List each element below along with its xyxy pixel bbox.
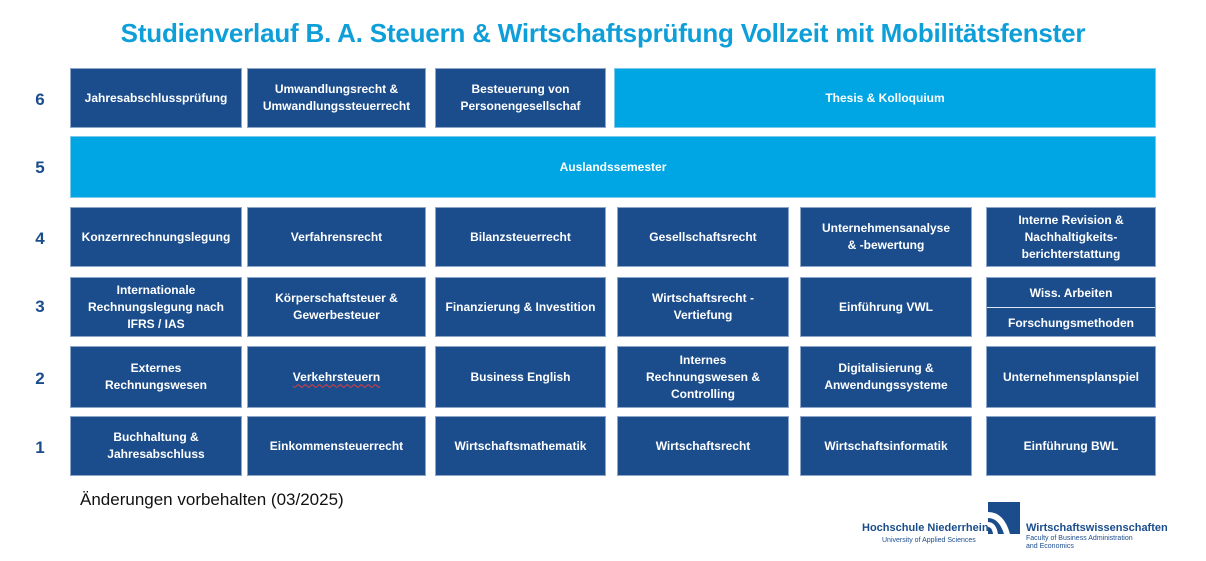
module-label: Wirtschaftsrecht [655, 438, 751, 453]
page-title: Studienverlauf B. A. Steuern & Wirtschaf… [120, 18, 1086, 48]
module-einfuehrung-bwl: Einführung BWL [986, 416, 1156, 476]
module-label: Unternehmensanalyse [821, 221, 951, 235]
module-label: IFRS / IAS [127, 316, 185, 331]
module-label: Interne Revision & [1018, 212, 1124, 227]
module-label: Internes [679, 352, 727, 367]
module-label: Einführung VWL [839, 299, 933, 314]
module-wirtschaftsrecht-vertiefung: Wirtschaftsrecht - Vertiefung [617, 277, 789, 337]
module-label: Anwendungssysteme [824, 378, 948, 392]
module-label: Rechnungswesen & [645, 369, 761, 384]
module-interne-revision: Interne Revision & Nachhaltigkeits-berich… [986, 207, 1156, 267]
module-label: Auslandssemester [559, 159, 667, 174]
module-business-english: Business English [435, 346, 606, 408]
module-unternehmensplanspiel: Unternehmensplanspiel [986, 346, 1156, 408]
module-wirtschaftsmathematik: Wirtschaftsmathematik [435, 416, 606, 476]
logo-mark-icon [988, 502, 1020, 534]
module-forschungsmethoden: Forschungsmethoden [1007, 315, 1134, 330]
module-label: & -bewertung [847, 238, 925, 252]
module-umwandlungsrecht: Umwandlungsrecht & Umwandlungssteuerrecht [247, 68, 426, 128]
module-label: Nachhaltigkeits- [1024, 229, 1118, 244]
module-label: Personengesellschaf [460, 99, 581, 113]
module-wirtschaftsinformatik: Wirtschaftsinformatik [800, 416, 972, 476]
module-label: Gewerbesteuer [293, 308, 380, 322]
module-verkehrsteuern: Verkehrsteuern [247, 346, 426, 408]
module-unternehmensanalyse: Unternehmensanalyse & -bewertung [800, 207, 972, 267]
semester-label-2: 2 [35, 369, 45, 388]
module-label: Digitalisierung & [838, 361, 934, 375]
module-label: Externes [130, 361, 182, 375]
semester-label-5: 5 [35, 158, 45, 177]
semester-label-6: 6 [35, 90, 45, 109]
module-label: Einkommensteuerrecht [269, 438, 404, 453]
university-subtitle: University of Applied Sciences [882, 537, 976, 544]
module-finanzierung-investition: Finanzierung & Investition [435, 277, 606, 337]
module-thesis-kolloquium: Thesis & Kolloquium [614, 68, 1156, 128]
module-label: berichterstattung [1021, 246, 1121, 261]
module-label: Thesis & Kolloquium [825, 90, 945, 105]
disclaimer-note: Änderungen vorbehalten (03/2025) [80, 490, 344, 509]
module-label: Jahresabschluss [107, 447, 205, 461]
divider [987, 307, 1155, 308]
module-koerperschaftsteuer: Körperschaftsteuer & Gewerbesteuer [247, 277, 426, 337]
module-label: Wirtschaftsrecht - [652, 291, 754, 305]
module-label: Finanzierung & Investition [445, 299, 596, 314]
module-verfahrensrecht: Verfahrensrecht [247, 207, 426, 267]
module-wiss-arbeiten-forschungsmethoden: Wiss. Arbeiten Forschungsmethoden [986, 277, 1156, 337]
module-label: Vertiefung [673, 308, 733, 322]
module-label: Körperschaftsteuer & [275, 291, 398, 305]
module-digitalisierung: Digitalisierung & Anwendungssysteme [800, 346, 972, 408]
module-label: Unternehmensplanspiel [1002, 369, 1140, 384]
module-label: Besteuerung von [471, 82, 570, 96]
faculty-name: Wirtschaftswissenschaften [1026, 522, 1168, 534]
university-logo: Hochschule Niederrhein University of App… [862, 500, 1168, 556]
module-label: Rechnungswesen [104, 378, 208, 392]
module-label: Wirtschaftsmathematik [454, 438, 587, 453]
module-label: Internationale [116, 282, 196, 297]
semester-label-1: 1 [35, 438, 45, 457]
module-label: Umwandlungssteuerrecht [262, 99, 411, 113]
module-label: Business English [470, 369, 571, 384]
module-label: Gesellschaftsrecht [649, 229, 757, 244]
module-jahresabschlusspruefung: Jahresabschlussprüfung [70, 68, 242, 128]
semester-label-4: 4 [35, 229, 45, 248]
module-bilanzsteuerrecht: Bilanzsteuerrecht [435, 207, 606, 267]
module-einfuehrung-vwl: Einführung VWL [800, 277, 972, 337]
module-label: Umwandlungsrecht & [274, 82, 399, 96]
module-label: Buchhaltung & [113, 430, 199, 444]
faculty-subtitle: Faculty of Business Administration and E… [1026, 535, 1133, 550]
semester-label-3: 3 [35, 297, 45, 316]
module-label: Konzernrechnungslegung [81, 229, 231, 244]
module-auslandssemester: Auslandssemester [70, 136, 1156, 198]
module-label: Einführung BWL [1023, 438, 1119, 453]
module-label: Bilanzsteuerrecht [470, 229, 571, 244]
module-konzernrechnungslegung: Konzernrechnungslegung [70, 207, 242, 267]
module-gesellschaftsrecht: Gesellschaftsrecht [617, 207, 789, 267]
module-buchhaltung: Buchhaltung & Jahresabschluss [70, 416, 242, 476]
module-label: Rechnungslegung nach [87, 299, 224, 314]
module-label: Wirtschaftsinformatik [824, 438, 948, 453]
module-label: Verkehrsteuern [292, 369, 381, 384]
module-label: Controlling [671, 386, 735, 401]
module-wiss-arbeiten: Wiss. Arbeiten [1029, 285, 1113, 300]
module-wirtschaftsrecht: Wirtschaftsrecht [617, 416, 789, 476]
module-einkommensteuerrecht: Einkommensteuerrecht [247, 416, 426, 476]
module-label: Verfahrensrecht [290, 229, 383, 244]
university-name: Hochschule Niederrhein [862, 522, 989, 534]
module-label: Jahresabschlussprüfung [84, 90, 228, 105]
